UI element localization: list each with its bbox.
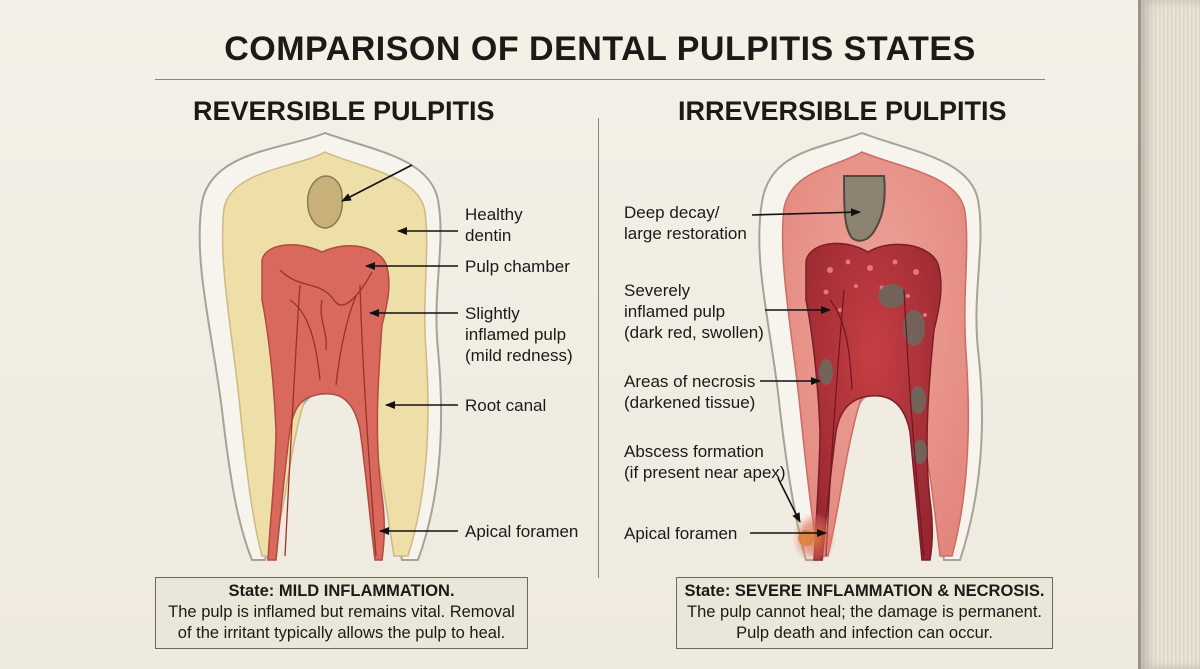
label-apical-foramen-left: Apical foramen (465, 522, 579, 541)
state-box-reversible: State: MILD INFLAMMATION. The pulp is in… (155, 577, 528, 649)
blood-vessels-right (825, 289, 925, 557)
label-slightly-inflamed-pulp: Slightly inflamed pulp (mild redness) (465, 304, 573, 365)
label-pulp-chamber: Pulp chamber (465, 257, 570, 276)
blood-vessels-left (279, 269, 377, 557)
state-heading-reversible: State: MILD INFLAMMATION. (228, 582, 455, 600)
decay-restoration-right (842, 175, 886, 242)
state-line: The pulp is inflamed but remains vital. … (168, 603, 515, 621)
reversible-tooth (198, 131, 443, 561)
label-abscess-formation: Abscess formation (if present near apex) (624, 442, 786, 482)
state-line: The pulp cannot heal; the damage is perm… (687, 603, 1042, 621)
state-line: Pulp death and infection can occur. (736, 624, 993, 642)
irreversible-pulpitis-heading: IRREVERSIBLE PULPITIS (678, 96, 1007, 126)
label-apical-foramen-right: Apical foramen (624, 524, 738, 543)
label-severely-inflamed-pulp: Severely inflamed pulp (dark red, swolle… (624, 281, 764, 342)
reversible-pulpitis-heading: REVERSIBLE PULPITIS (193, 96, 495, 126)
book-page-edges (1138, 0, 1200, 669)
cavity-left (306, 175, 344, 229)
leaders-left (341, 164, 458, 535)
leaders-right (750, 208, 861, 537)
panel-divider (598, 118, 599, 578)
label-healthy-dentin: Healthy dentin (465, 205, 523, 245)
state-line: of the irritant typically allows the pul… (177, 624, 506, 642)
main-title: COMPARISON OF DENTAL PULPITIS STATES (224, 30, 976, 68)
label-deep-decay: Deep decay/ large restoration (624, 203, 747, 243)
title-rule (155, 79, 1045, 80)
irreversible-tooth (758, 131, 983, 564)
pulp-speckles (823, 259, 927, 317)
label-root-canal: Root canal (465, 396, 547, 415)
necrosis-areas (819, 284, 927, 464)
label-areas-of-necrosis: Areas of necrosis (darkened tissue) (624, 372, 756, 412)
state-box-irreversible: State: SEVERE INFLAMMATION & NECROSIS. T… (676, 577, 1053, 649)
state-heading-irreversible: State: SEVERE INFLAMMATION & NECROSIS. (684, 582, 1045, 600)
pulp-chamber-left (261, 244, 390, 561)
